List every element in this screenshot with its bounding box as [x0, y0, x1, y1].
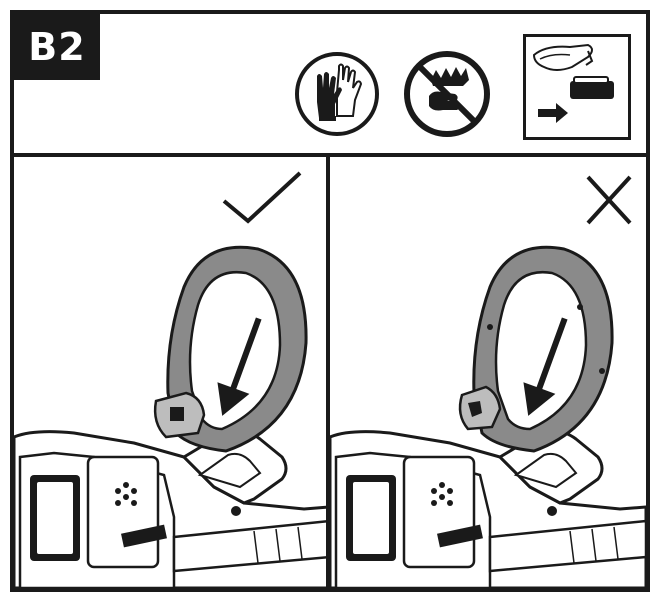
hedge-trimmer-body: [14, 429, 326, 588]
battery-ring-handle: [458, 245, 614, 453]
insert-arrow-icon: [523, 317, 568, 416]
correct-panel: 1: [14, 157, 330, 588]
instruction-frame: B2: [10, 10, 650, 592]
gloves-icon: [293, 50, 381, 138]
step-label: B2: [14, 14, 100, 80]
battery-ring-handle: [153, 245, 308, 453]
cross-icon: [586, 175, 632, 225]
incorrect-panel: 1: [330, 157, 646, 588]
checkmark-icon: [222, 171, 302, 224]
no-touch-blade-icon: [403, 50, 491, 138]
insert-arrow-icon: [217, 317, 262, 416]
remove-battery-icon: [523, 34, 631, 140]
header-bar: B2: [14, 14, 646, 157]
hedge-trimmer-body: [330, 429, 646, 588]
step-number-label: 1: [526, 352, 541, 377]
step-number-label: 1: [220, 352, 235, 377]
